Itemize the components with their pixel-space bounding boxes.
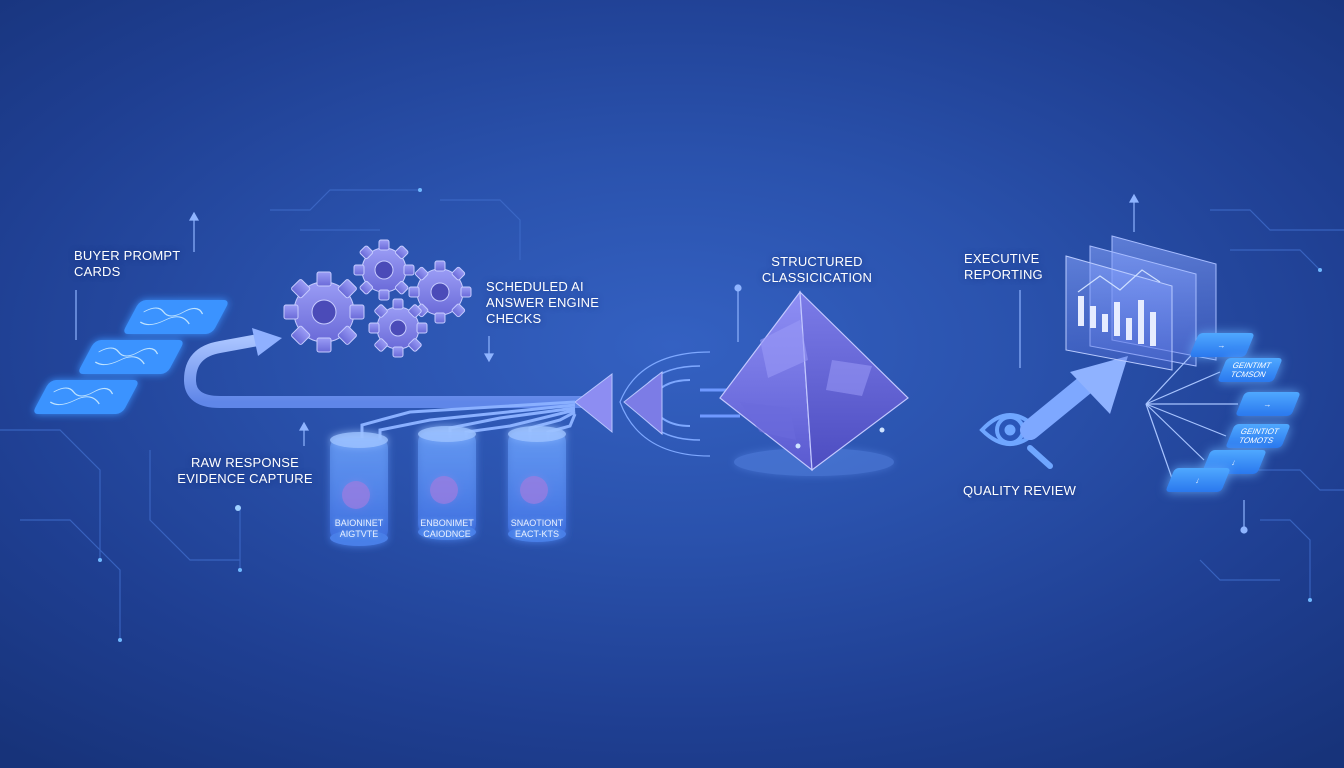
label-raw-response-capture: RAW RESPONSE EVIDENCE CAPTURE: [177, 455, 313, 486]
output-tile-1: →: [1189, 333, 1255, 357]
arrow-down-icon: ↓: [1230, 457, 1238, 467]
gear-icons: [283, 239, 472, 358]
classification-pyramid: [719, 290, 909, 476]
fan-lines: [1145, 345, 1238, 485]
arrow-down-icon: ↓: [1194, 475, 1202, 485]
arrow-right-icon: →: [1216, 340, 1228, 350]
label-quality-review: QUALITY REVIEW: [963, 483, 1077, 498]
funnel-cones: [574, 370, 663, 436]
label-structured-classification: STRUCTURED CLASSICICATION: [761, 254, 873, 285]
output-tile-6: ↓: [1165, 468, 1231, 492]
canisters: [330, 426, 566, 546]
label-scheduled-checks: SCHEDULED AI ANSWER ENGINE CHECKS: [486, 279, 600, 326]
canister-label-3: SNAOTIONT EACT-KTS: [510, 518, 564, 539]
output-tile-4: GEINTIOT TOMOTS: [1225, 424, 1291, 448]
report-panels: [1065, 235, 1217, 371]
canister-label-1: BAIONINET AIGTVTE: [334, 518, 384, 539]
prompt-cards: [34, 300, 228, 414]
arrow-right-icon: →: [1262, 399, 1274, 409]
label-buyer-prompt-cards: BUYER PROMPT CARDS: [74, 248, 181, 279]
output-tile-3: →: [1235, 392, 1301, 416]
label-executive-reporting: EXECUTIVE REPORTING: [964, 251, 1043, 282]
output-tile-2: GEINTIMT TCMSON: [1217, 358, 1283, 382]
canister-label-2: ENBONIMET CAIODNCE: [420, 518, 474, 539]
report-arrow: [1020, 356, 1128, 440]
